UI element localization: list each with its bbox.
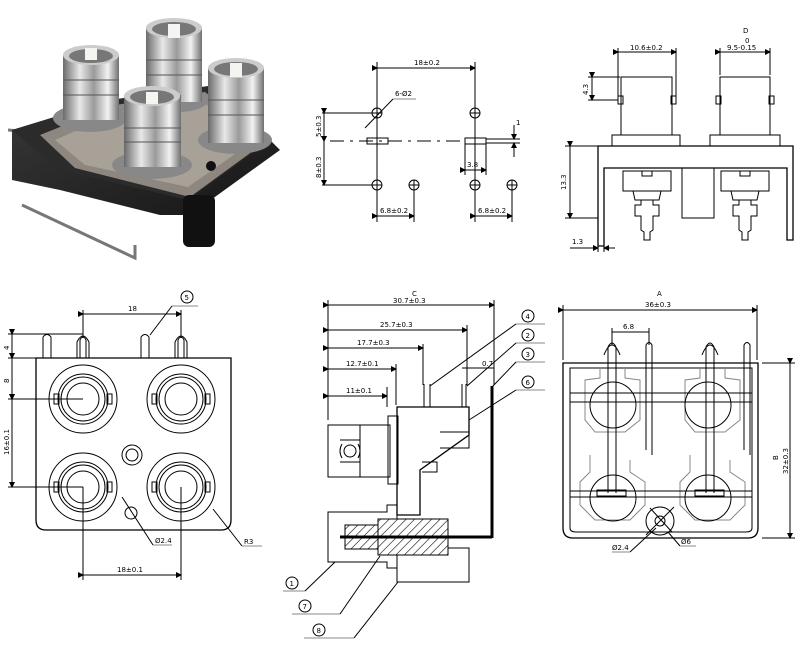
dim-gap: 0.7 [482, 360, 493, 368]
svg-text:8: 8 [317, 627, 321, 635]
bnc-connector-back-right [146, 18, 208, 112]
pcb-hole [408, 179, 420, 191]
dim-3: 17.7±0.3 [357, 339, 390, 347]
pin-left [622, 170, 672, 241]
dim-body-width: 10.6±0.2 [630, 44, 663, 52]
dim-large-hole: Ø6 [681, 538, 692, 546]
label-a: A [657, 290, 662, 298]
balloon-6: 6 [468, 375, 545, 421]
dim-4: 12.7±0.1 [346, 360, 379, 368]
dim-pin-spacing: 6.8 [623, 323, 634, 331]
bnc-port-top-right [146, 364, 216, 434]
balloon-5: 5 [185, 294, 189, 302]
dim-slot-width: 3.8 [467, 161, 478, 169]
dim-slot-thickness: 1 [516, 119, 520, 127]
dim-pitch-horizontal: 18±0.2 [414, 59, 440, 67]
label-c: C [412, 290, 417, 298]
svg-text:2: 2 [526, 332, 530, 340]
dim-offset-bottom: 8±0.3 [315, 157, 323, 178]
dim-5: 11±0.1 [346, 387, 372, 395]
dim-pin-thickness: 1.3 [572, 238, 583, 246]
dim-pitch-vertical: 16±0.1 [3, 429, 11, 455]
balloon-8: 8 [304, 581, 399, 639]
bottom-view: A 36±0.3 6.8 [558, 290, 795, 553]
balloon-1: 1 [283, 561, 336, 592]
balloon-3: 3 [491, 347, 545, 388]
pcb-slot [464, 137, 487, 145]
svg-text:7: 7 [303, 603, 307, 611]
dim-2: 25.7±0.3 [380, 321, 413, 329]
bnc-connector-front [112, 86, 192, 179]
dim-hole-dia: Ø2.4 [155, 537, 172, 545]
dim-pin-height: 4 [3, 345, 11, 350]
label-d: D [743, 27, 748, 35]
dim-hole-spacing-left: 6.8±0.2 [380, 207, 408, 215]
dim-total: 30.7±0.3 [393, 297, 426, 305]
dim-pitch-bottom: 18±0.1 [117, 566, 143, 574]
balloon-7: 7 [292, 555, 381, 615]
tolerance-upper: 0 [745, 37, 749, 45]
svg-text:3: 3 [526, 351, 530, 359]
svg-text:1: 1 [290, 580, 294, 588]
dim-small-hole: Ø2.4 [612, 544, 629, 552]
pcb-hole [469, 107, 481, 119]
balloon-2: 2 [466, 328, 545, 387]
dim-height-total: 13.3 [560, 174, 568, 190]
bnc-connector-right [198, 58, 272, 154]
balloon-4: 4 [429, 309, 545, 387]
side-view-top: 10.6±0.2 D 0 9.5-0.15 4.3 [560, 27, 794, 252]
dim-height: 32±0.3 [782, 448, 790, 474]
dim-offset: 8 [3, 379, 11, 383]
dim-offset-top: 5±0.3 [315, 116, 323, 137]
dim-hole-spacing-right: 6.8±0.2 [478, 207, 506, 215]
svg-text:4: 4 [526, 313, 531, 321]
dim-hole-callout: 6-Ø2 [395, 90, 412, 98]
pcb-hole-pattern: 18±0.2 6-Ø2 1 5±0.3 8±0.3 3.8 [315, 59, 520, 222]
bnc-connector-back-left [53, 45, 127, 132]
section-view: C 30.7±0.3 25.7±0.3 17.7±0.3 12.7±0.1 11… [283, 290, 545, 639]
dim-shell-width: 9.5-0.15 [727, 44, 756, 52]
pin-right [720, 170, 770, 241]
pcb-hole [506, 179, 518, 191]
dim-height-small: 4.3 [582, 84, 590, 95]
dim-corner-radius: R3 [244, 538, 253, 546]
product-photo [7, 18, 280, 261]
dim-pitch-top: 18 [128, 305, 137, 313]
svg-text:6: 6 [526, 379, 531, 387]
front-view: 18 5 4 8 16±0.1 [3, 290, 262, 580]
dim-width: 36±0.3 [645, 301, 671, 309]
label-b: B [772, 455, 780, 460]
